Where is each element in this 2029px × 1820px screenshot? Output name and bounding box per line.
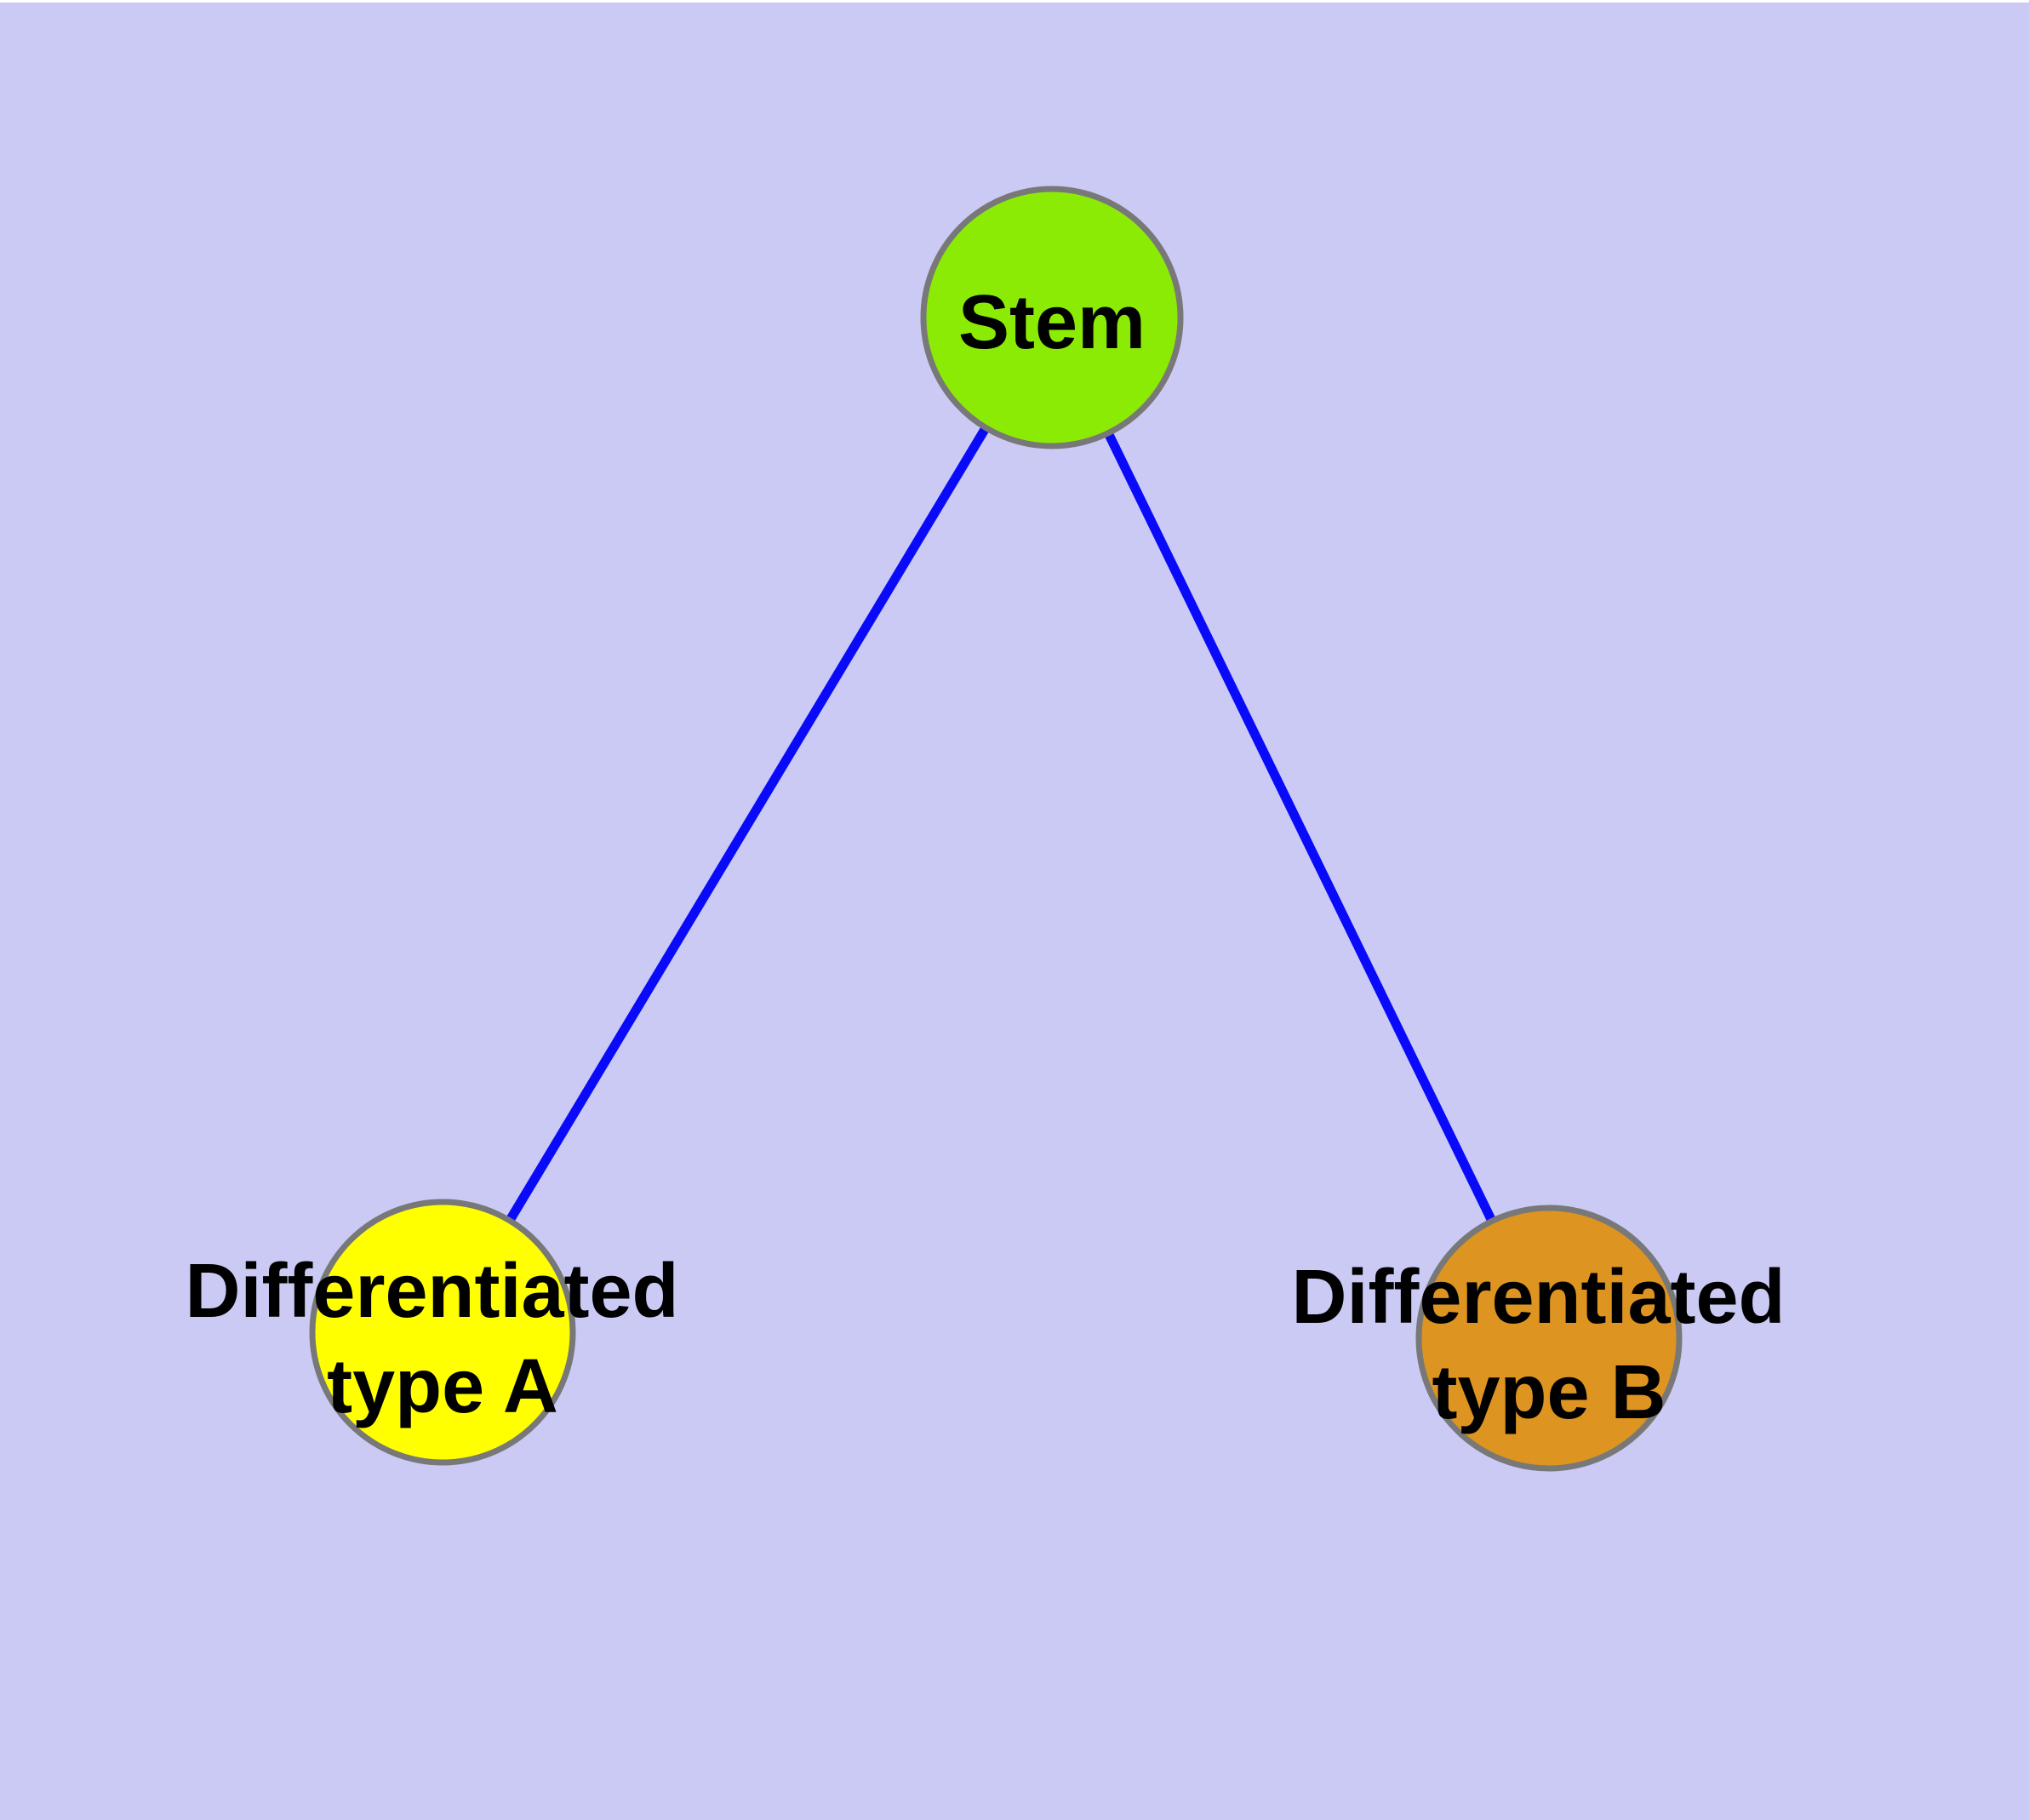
node-type-b-label: Differentiated type B <box>1291 1255 1806 1435</box>
node-stem-circle <box>920 186 1184 449</box>
node-stem-label: Stem <box>958 280 1146 365</box>
node-type-b-label-line-1: Differentiated <box>1291 1255 1785 1340</box>
node-type-a-label-line-2: type A <box>327 1344 558 1429</box>
edge-stem-to-type-b <box>1048 315 1553 1341</box>
node-type-b-circle <box>1415 1205 1683 1472</box>
top-margin-strip <box>0 0 2029 3</box>
node-stem-label-line: Stem <box>958 280 1146 365</box>
edge-stem-to-type-a <box>438 315 1056 1335</box>
node-type-a-label-line-1: Differentiated <box>185 1249 678 1334</box>
node-type-a-label: Differentiated type A <box>185 1249 700 1429</box>
node-type-a-circle <box>309 1199 576 1466</box>
node-type-b-label-line-2: type B <box>1432 1350 1666 1435</box>
